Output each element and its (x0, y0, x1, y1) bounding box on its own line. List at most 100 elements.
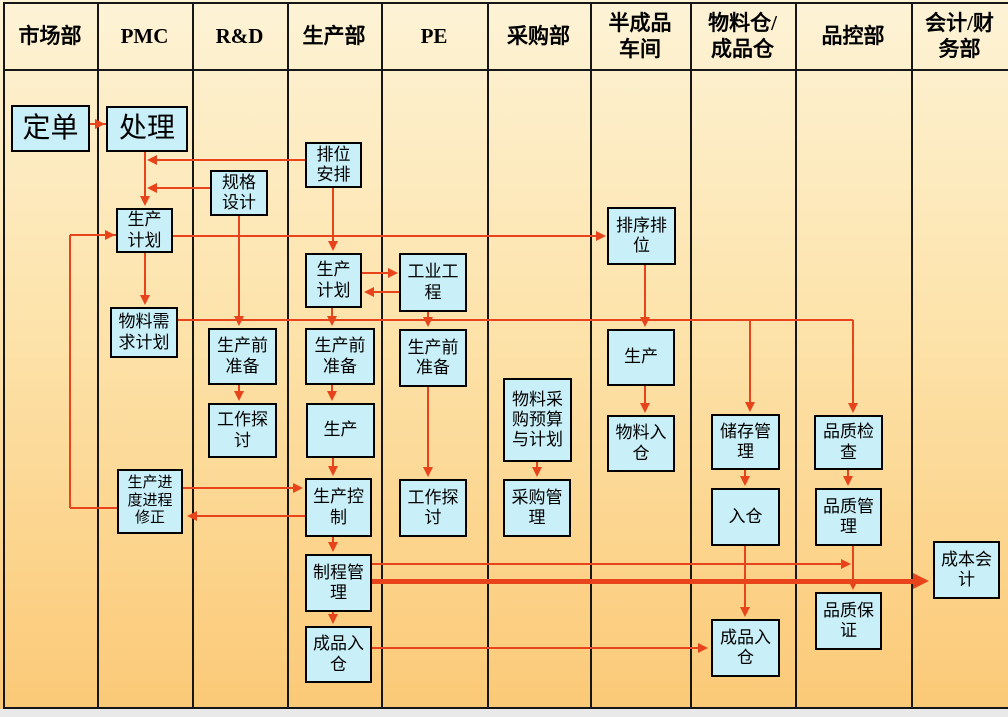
flow-box-purchase-management: 采购管 理 (503, 479, 571, 537)
arrowhead-down (740, 476, 750, 486)
arrowhead-down (328, 542, 338, 552)
arrowhead-down (423, 317, 433, 327)
flow-box-seat-arrangement: 排位 安排 (305, 142, 362, 188)
arrowhead-down (140, 196, 150, 206)
flow-box-production-control: 生产控 制 (305, 478, 372, 537)
arrowhead-right (95, 119, 105, 129)
swimlane-pe (381, 3, 487, 708)
connector-line (178, 319, 853, 321)
connector-line (372, 578, 917, 584)
arrowhead-right (841, 559, 851, 569)
flow-box-quality-management: 品质管 理 (815, 488, 882, 546)
arrowhead-left (364, 287, 374, 297)
connector-line (427, 387, 429, 474)
connector-line (852, 320, 854, 409)
arrowhead-down (327, 391, 337, 401)
flow-box-into-warehouse: 入仓 (711, 488, 780, 546)
arrowhead-down (640, 317, 650, 327)
arrowhead-right (105, 230, 115, 240)
connector-line (69, 235, 71, 508)
table-bottom-border (3, 707, 1008, 709)
connector-line (367, 291, 399, 293)
flow-box-spec-design: 规格 设计 (210, 170, 268, 216)
connector-line (144, 253, 146, 302)
arrowhead-right (388, 268, 398, 278)
arrowhead-right (293, 483, 303, 493)
lane-header-material-finished-warehouse: 物料仓/ 成品仓 (708, 10, 777, 61)
flow-box-work-discussion-pe: 工作探 讨 (399, 479, 467, 537)
arrowhead-down (234, 391, 244, 401)
swimlane-material-finished-warehouse (690, 3, 795, 708)
connector-line (749, 320, 751, 408)
connector-line (852, 546, 854, 584)
connector-line (190, 515, 305, 517)
arrowhead-down (532, 467, 542, 477)
connector-line (70, 234, 116, 236)
lane-header-pe: PE (420, 23, 448, 48)
arrowhead-left (147, 183, 157, 193)
flow-box-process-management: 制程管 理 (305, 554, 372, 612)
connector-line (150, 187, 210, 189)
connector-line (372, 563, 842, 565)
connector-line (150, 159, 305, 161)
bottom-margin-strip (0, 709, 1008, 717)
arrowhead-down (140, 295, 150, 305)
arrowhead-down (328, 466, 338, 476)
swimlane-semi-finished-workshop (590, 3, 690, 708)
flow-box-schedule-correction: 生产进 度进程 修正 (117, 469, 183, 534)
flow-box-process: 处理 (106, 106, 188, 152)
arrowhead-down (423, 467, 433, 477)
swimlane-pmc (97, 3, 192, 708)
arrowhead-down (745, 402, 755, 412)
arrowhead-left (187, 511, 197, 521)
lane-header-marketing: 市场部 (18, 23, 82, 48)
lane-header-purchasing: 采购部 (507, 23, 570, 48)
arrowhead-down (848, 403, 858, 413)
arrowhead-down (327, 316, 337, 326)
connector-line (644, 386, 646, 410)
lane-header-rd: R&D (215, 23, 264, 48)
connector-line (332, 458, 334, 473)
swimlane-marketing (3, 3, 97, 708)
flow-box-order: 定单 (11, 105, 90, 152)
swimlane-quality-control (795, 3, 911, 708)
arrowhead-right (596, 231, 606, 241)
flow-box-finished-into-warehouse-wh: 成品入 仓 (711, 619, 780, 677)
arrowhead-down (740, 607, 750, 617)
connector-line (70, 507, 117, 509)
flow-box-storage-management: 储存管 理 (711, 414, 780, 470)
swimlane-purchasing (487, 3, 590, 708)
arrowhead-down (848, 580, 858, 590)
flow-box-finished-into-warehouse-prod: 成品入 仓 (305, 626, 372, 683)
flow-box-production-plan-prod: 生产 计划 (305, 253, 362, 308)
flow-box-quality-assurance: 品质保 证 (815, 592, 882, 650)
lane-header-pmc: PMC (120, 23, 169, 48)
flow-box-industrial-engineering: 工业工 程 (399, 253, 467, 312)
flow-box-quality-inspection: 品质检 查 (814, 415, 883, 470)
arrowhead-down (843, 476, 853, 486)
arrowhead-right (913, 573, 929, 589)
connector-line (144, 152, 146, 203)
header-divider-line (3, 69, 1008, 71)
connector-line (372, 647, 702, 649)
arrowhead-down (640, 403, 650, 413)
lane-header-semi-finished-workshop: 半成品 车间 (608, 10, 672, 61)
arrowhead-down (234, 316, 244, 326)
flow-box-pre-production-rd: 生产前 准备 (208, 328, 277, 385)
lane-header-production: 生产部 (302, 23, 366, 48)
arrowhead-right (698, 643, 708, 653)
swimlane-accounting-finance (911, 3, 1008, 708)
connector-line (332, 188, 334, 248)
connector-line (644, 265, 646, 324)
flow-box-production-plan-pmc: 生产 计划 (116, 208, 173, 253)
flow-box-sequencing-seating: 排序排 位 (607, 207, 676, 265)
connector-line (173, 235, 603, 237)
connector-line (362, 272, 395, 274)
connector-line (183, 487, 300, 489)
flow-box-material-into-warehouse: 物料入 仓 (607, 415, 675, 472)
flow-box-production-prod: 生产 (306, 403, 375, 458)
flow-box-pre-production-prod: 生产前 准备 (305, 328, 375, 385)
arrowhead-down (328, 614, 338, 624)
lane-header-quality-control: 品控部 (821, 23, 885, 48)
